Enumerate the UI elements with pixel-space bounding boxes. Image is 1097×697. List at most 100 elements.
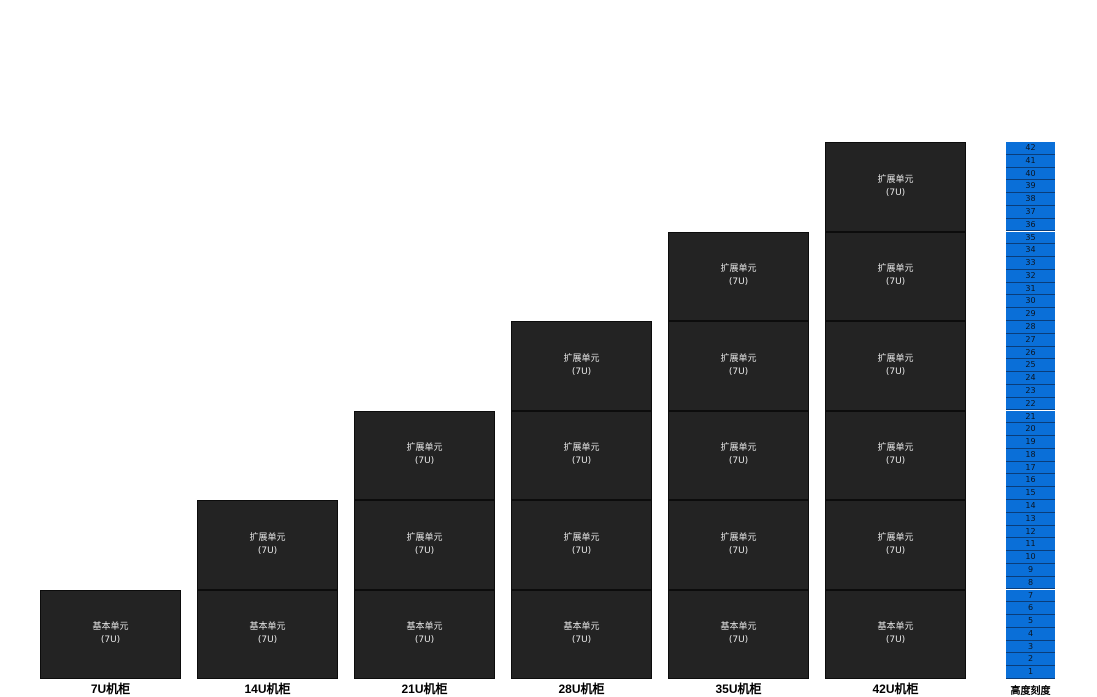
unit-name-label: 扩展单元 [563, 443, 600, 454]
scale-tick: 31 [1006, 282, 1055, 296]
unit-size-label: (7U) [885, 545, 906, 556]
expansion-unit: 扩展单元 (7U) [668, 500, 809, 590]
unit-size-label: (7U) [100, 635, 121, 646]
height-scale-caption: 高度刻度 [1010, 686, 1051, 697]
unit-size-label: (7U) [728, 545, 749, 556]
cabinet-5: 基本单元(7U) 扩展单元 (7U) 扩展单元 (7U) 扩展单元 (7U) 扩展单元 (7U) [668, 231, 809, 679]
scale-tick: 26 [1006, 346, 1055, 360]
unit-name-label: 基本单元 [563, 622, 600, 633]
expansion-unit: 扩展单元 (7U) [825, 231, 966, 321]
scale-tick: 5 [1006, 615, 1055, 628]
scale-tick: 13 [1006, 512, 1055, 526]
unit-name-label: 扩展单元 [563, 353, 600, 364]
scale-tick: 36 [1006, 218, 1055, 232]
expansion-unit: 扩展单元 (7U) [511, 321, 652, 411]
unit-size-label: (7U) [257, 635, 278, 646]
cabinet-6: 基本单元 (7U) 扩展单元 (7U) 扩展单元 (7U) 扩展单元 (7U) 扩展单元 (7U)… [825, 142, 966, 679]
scale-tick: 3 [1006, 640, 1055, 654]
scale-tick: 28 [1006, 321, 1055, 334]
scale-tick: 38 [1006, 193, 1055, 206]
scale-tick: 9 [1006, 563, 1055, 577]
scale-tick: 16 [1006, 474, 1055, 488]
expansion-unit: 扩展单元 (7U) [668, 231, 809, 321]
unit-name-label: 扩展单元 [720, 353, 757, 364]
scale-tick: 17 [1006, 461, 1055, 475]
unit-name-label: 扩展单元 [720, 443, 757, 454]
expansion-unit: 扩展单元(7U) [511, 500, 652, 590]
scale-tick: 41 [1006, 154, 1055, 168]
base-unit: 基本单元 (7U) [40, 589, 181, 679]
unit-name-label: 扩展单元 [720, 264, 757, 275]
unit-name-label: 扩展单元 [877, 353, 914, 364]
base-unit: 基本单元(7U) [668, 589, 809, 679]
unit-name-label: 扩展单元 [877, 532, 914, 543]
scale-tick: 32 [1006, 269, 1055, 283]
unit-size-label: (7U) [885, 277, 906, 288]
scale-tick: 23 [1006, 384, 1055, 398]
scale-tick: 22 [1006, 397, 1055, 411]
expansion-unit: 扩展单元(7U) [825, 410, 966, 500]
scale-tick: 24 [1006, 372, 1055, 385]
cabinet-2: 基本单元(7U)扩展单元(7U) [197, 500, 338, 679]
scale-tick: 20 [1006, 423, 1055, 437]
scale-tick: 7 [1006, 589, 1055, 603]
scale-tick: 39 [1006, 180, 1055, 194]
expansion-unit: 扩展单元 (7U) [354, 410, 495, 500]
scale-tick: 6 [1006, 602, 1055, 616]
unit-name-label: 扩展单元 [406, 532, 443, 543]
unit-name-label: 扩展单元 [877, 174, 914, 185]
scale-tick: 29 [1006, 308, 1055, 321]
scale-tick: 40 [1006, 167, 1055, 181]
scale-tick: 2 [1006, 653, 1055, 667]
scale-tick: 14 [1006, 500, 1055, 513]
unit-name-label: 扩展单元 [877, 264, 914, 275]
cabinet-caption: 7U机柜 [90, 682, 131, 696]
expansion-unit: 扩展单元 (7U) [825, 500, 966, 590]
unit-size-label: (7U) [885, 456, 906, 467]
unit-size-label: (7U) [728, 366, 749, 377]
unit-size-label: (7U) [885, 187, 906, 198]
cabinet-3: 基本单元(7U) 扩展单元 (7U) 扩展单元 (7U) [354, 410, 495, 679]
expansion-unit: 扩展单元 (7U) [668, 321, 809, 411]
scale-tick: 33 [1006, 257, 1055, 270]
expansion-unit: 扩展单元(7U) [825, 321, 966, 411]
scale-tick: 8 [1006, 576, 1055, 590]
scale-tick: 18 [1006, 448, 1055, 462]
scale-tick: 42 [1006, 142, 1055, 155]
unit-size-label: (7U) [257, 545, 278, 556]
scale-tick: 15 [1006, 487, 1055, 500]
cabinet-caption: 42U机柜 [872, 682, 919, 696]
unit-size-label: (7U) [414, 635, 435, 646]
cabinet-caption: 21U机柜 [401, 682, 448, 696]
scale-tick: 10 [1006, 551, 1055, 564]
scale-tick: 30 [1006, 295, 1055, 309]
unit-size-label: (7U) [728, 277, 749, 288]
base-unit: 基本单元(7U) [354, 589, 495, 679]
unit-size-label: (7U) [414, 456, 435, 467]
cabinet-caption: 28U机柜 [558, 682, 605, 696]
expansion-unit: 扩展单元 (7U) [354, 500, 495, 590]
unit-size-label: (7U) [885, 635, 906, 646]
unit-name-label: 基本单元 [249, 622, 286, 633]
unit-size-label: (7U) [728, 635, 749, 646]
unit-name-label: 扩展单元 [720, 532, 757, 543]
unit-name-label: 扩展单元 [406, 443, 443, 454]
cabinet-caption: 14U机柜 [244, 682, 291, 696]
unit-size-label: (7U) [728, 456, 749, 467]
unit-size-label: (7U) [571, 456, 592, 467]
unit-name-label: 基本单元 [92, 622, 129, 633]
scale-tick: 21 [1006, 410, 1055, 424]
cabinet-caption: 35U机柜 [715, 682, 762, 696]
scale-tick: 12 [1006, 525, 1055, 539]
unit-size-label: (7U) [414, 545, 435, 556]
scale-tick: 19 [1006, 436, 1055, 449]
cabinet-1: 基本单元 (7U) [40, 589, 181, 679]
expansion-unit: 扩展单元 (7U) [668, 410, 809, 500]
scale-tick: 1 [1006, 666, 1055, 679]
unit-size-label: (7U) [571, 366, 592, 377]
cabinet-4: 基本单元(7U)扩展单元(7U)扩展单元(7U)扩展单元(7U) [511, 321, 652, 679]
scale-tick: 35 [1006, 231, 1055, 245]
unit-name-label: 基本单元 [877, 622, 914, 633]
base-unit: 基本单元(7U) [511, 589, 652, 679]
